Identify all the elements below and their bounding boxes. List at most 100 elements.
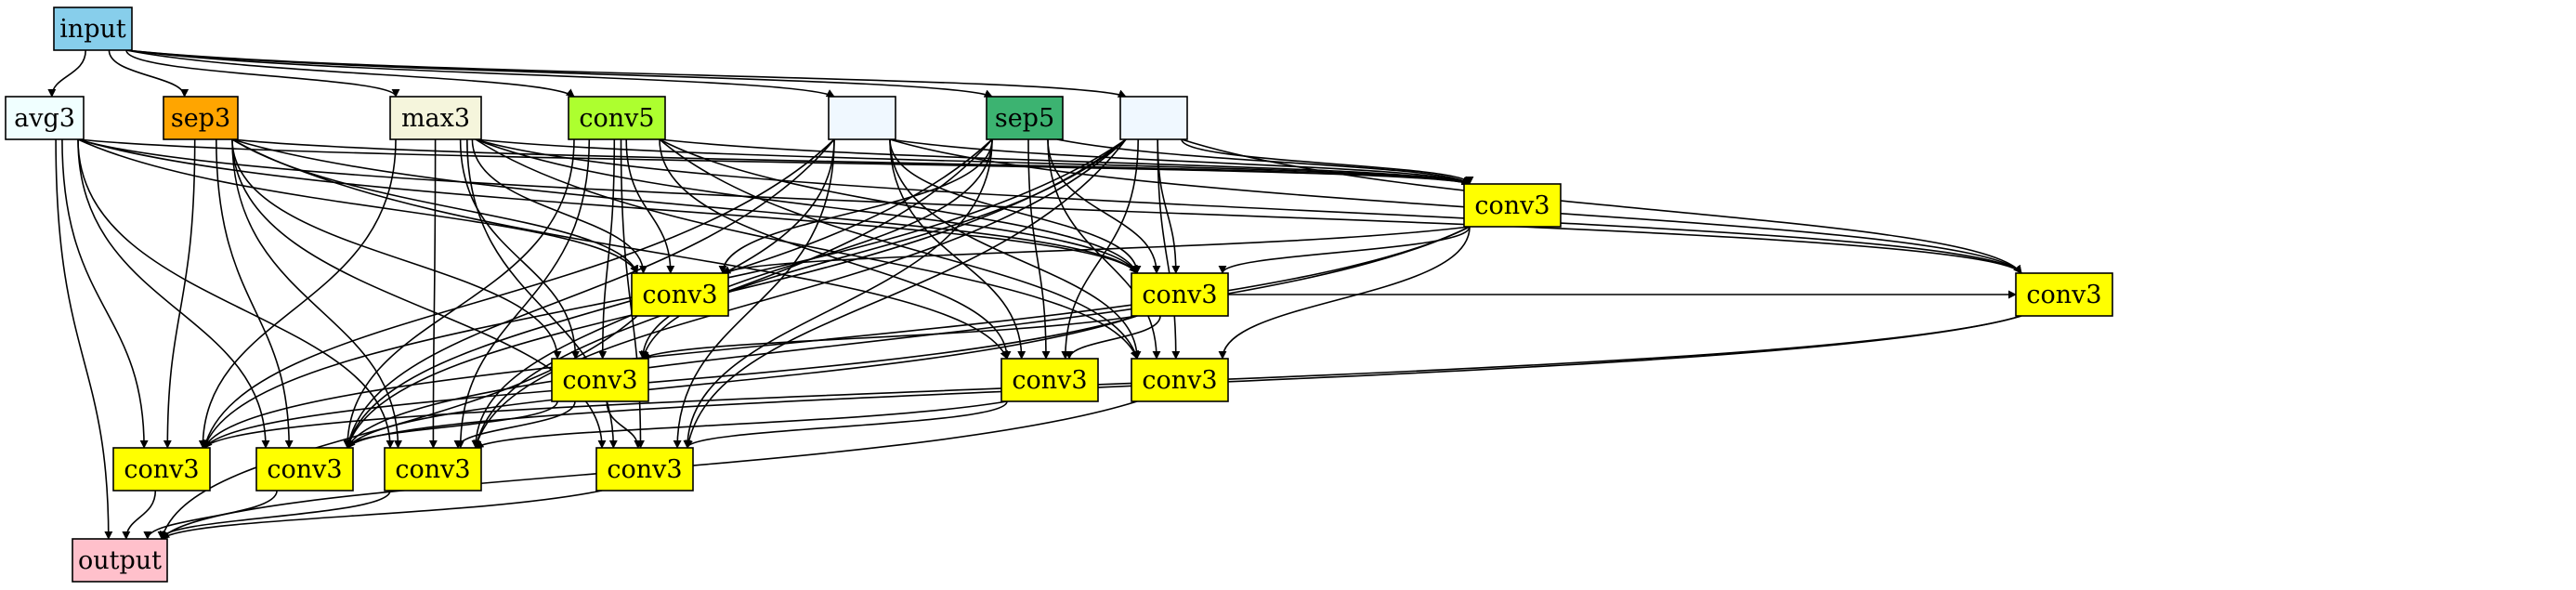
edge-c_r1-to-c_h [347, 226, 1471, 449]
edge-input-to-sep5 [125, 49, 993, 98]
edge-max3-to-c_c [475, 138, 2022, 274]
node-label: conv5 [579, 104, 654, 133]
edge-sep3-to-c_e [231, 138, 1008, 360]
edge-c_c-to-c_g [203, 315, 2022, 449]
node-label: conv3 [267, 455, 342, 484]
node-label: avg3 [14, 104, 75, 133]
edge-blank1-to-c_g [202, 138, 835, 449]
edge-c_e-to-c_j [683, 400, 1008, 449]
edge-c_r1-to-c_a [722, 226, 1471, 274]
node-label: conv3 [1012, 366, 1087, 395]
edge-avg3-to-output [55, 138, 113, 540]
edge-sep3-to-c_g [163, 138, 196, 449]
node-conv3-g[interactable]: conv3 [112, 447, 211, 492]
node-conv5[interactable]: conv5 [568, 96, 666, 140]
edge-blank1-to-c_b [889, 138, 1142, 274]
edge-conv5-to-c_d [598, 138, 616, 360]
edge-max3-to-c_r1 [475, 138, 1471, 186]
node-label: conv3 [124, 455, 199, 484]
node-conv3-r1[interactable]: conv3 [1463, 183, 1562, 228]
edge-c_e-to-c_i [475, 400, 1008, 449]
edge-blank1-to-c_j [673, 138, 835, 449]
edge-blank2-to-c_g [203, 138, 1127, 449]
node-label: conv3 [642, 281, 717, 309]
node-conv3-e[interactable]: conv3 [1000, 358, 1099, 402]
node-conv3-a[interactable]: conv3 [631, 272, 729, 317]
node-label: conv3 [562, 366, 637, 395]
edge-blank1-to-c_f [889, 138, 1142, 360]
edge-conv5-to-c_b [659, 138, 1138, 274]
node-sep3[interactable]: sep3 [163, 96, 239, 140]
node-label: conv3 [607, 455, 682, 484]
node-max3[interactable]: max3 [389, 96, 482, 140]
node-blank-2[interactable] [1119, 96, 1188, 140]
edge-input-to-max3 [125, 49, 400, 98]
node-label: sep5 [995, 104, 1054, 133]
edge-sep3-to-c_j [231, 138, 607, 449]
edge-c_i-to-output [157, 490, 391, 540]
edge-c_b-to-c_e [1065, 315, 1161, 360]
edge-input-to-avg3 [47, 49, 86, 98]
edge-blank2-to-c_c [1181, 138, 2022, 274]
node-label: conv3 [1474, 191, 1550, 220]
edge-sep5-to-c_b [1047, 138, 1161, 274]
edge-input-to-blank2 [125, 49, 1127, 98]
edge-conv5-to-c_r1 [659, 138, 1471, 185]
edge-c_r1-to-c_g [203, 226, 1471, 449]
edge-c_r1-to-c_b [1218, 226, 1471, 274]
edge-blank1-to-c_r1 [889, 138, 1471, 185]
edge-conv5-to-c_f [659, 138, 1140, 360]
edge-sep5-to-c_j [683, 138, 993, 449]
nodes: input avg3 sep3 max3 conv5 sep5 [5, 7, 2113, 583]
edge-blank2-to-c_r1 [1181, 138, 1474, 185]
edge-avg3-to-c_i [77, 138, 395, 449]
node-label: conv3 [395, 455, 470, 484]
edge-sep5-to-c_h [345, 138, 993, 449]
node-conv3-b[interactable]: conv3 [1131, 272, 1229, 317]
edge-input-to-blank1 [125, 49, 835, 98]
edge-avg3-to-c_c [77, 138, 2022, 274]
node-conv3-h[interactable]: conv3 [255, 447, 354, 492]
edge-avg3-to-c_a [77, 138, 638, 274]
edge-blank1-to-c_h [345, 138, 835, 449]
edge-c_d-to-c_h [343, 400, 558, 449]
edge-c_d-to-c_i [453, 400, 576, 449]
node-label: conv3 [1142, 366, 1217, 395]
edge-sep3-to-c_r1 [231, 138, 1471, 186]
edge-c_h-to-output [143, 490, 278, 540]
edge-sep5-to-c_e [1027, 138, 1051, 360]
edge-c_b-to-c_d [642, 315, 1138, 360]
node-sep5[interactable]: sep5 [986, 96, 1064, 140]
node-output[interactable]: output [72, 538, 168, 583]
edge-c_c-to-c_h [347, 315, 2022, 449]
node-conv3-d[interactable]: conv3 [551, 358, 649, 402]
edge-blank2-to-c_i [473, 138, 1127, 449]
node-input[interactable]: input [53, 7, 133, 51]
edges [47, 49, 2022, 540]
node-label: max3 [401, 104, 470, 133]
edge-c_j-to-output [161, 490, 603, 540]
edge-max3-to-c_g [198, 138, 397, 449]
node-conv3-j[interactable]: conv3 [595, 447, 694, 492]
node-avg3[interactable]: avg3 [5, 96, 85, 140]
node-label: input [59, 15, 126, 44]
node-label: conv3 [1142, 281, 1217, 309]
node-conv3-c[interactable]: conv3 [2015, 272, 2113, 317]
edge-sep5-to-c_a [718, 138, 993, 274]
node-conv3-f[interactable]: conv3 [1131, 358, 1229, 402]
edge-blank2-to-c_j [685, 138, 1127, 449]
node-blank-1[interactable] [828, 96, 896, 140]
edge-blank2-to-c_f [1157, 138, 1181, 360]
edge-sep3-to-c_h [216, 138, 294, 449]
node-label: sep3 [171, 104, 230, 133]
edge-c_r1-to-c_f [1218, 226, 1471, 360]
edge-input-to-conv5 [125, 49, 575, 98]
edge-sep3-to-c_d [231, 138, 562, 360]
node-conv3-i[interactable]: conv3 [384, 447, 482, 492]
node-label: conv3 [2026, 281, 2101, 309]
edge-conv5-to-c_a [625, 138, 675, 274]
edge-c_g-to-output [122, 490, 157, 540]
edge-input-to-sep3 [108, 49, 190, 98]
edge-max3-to-c_d [459, 138, 580, 360]
